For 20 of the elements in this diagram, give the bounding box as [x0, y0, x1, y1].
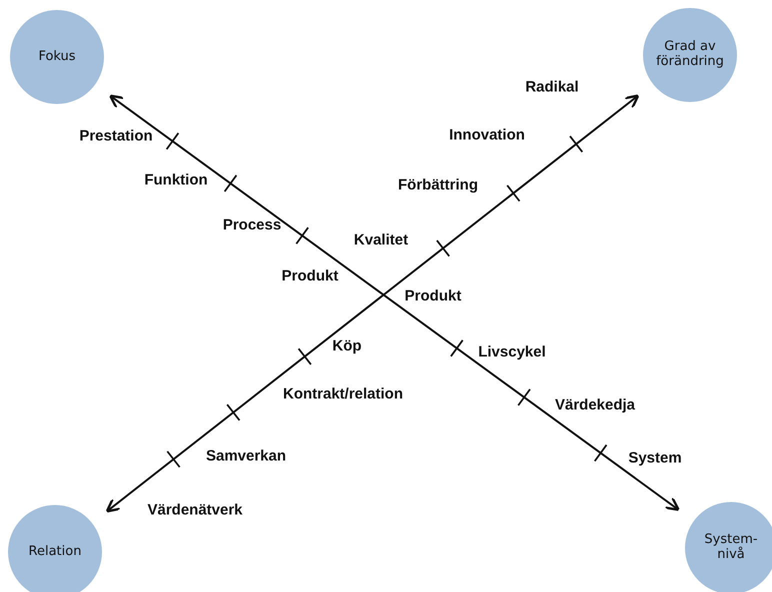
scale-label: Samverkan [206, 448, 286, 464]
circle-label: Fokus [38, 50, 76, 64]
scale-label: Värdenätverk [147, 502, 243, 518]
scale-label: Process [222, 216, 282, 234]
circle-label: System- nivå [703, 533, 759, 563]
scale-label: Kvalitet [354, 232, 408, 248]
scale-label: System [628, 450, 682, 466]
scale-label: Produkt [404, 288, 462, 304]
scale-label: Köp [332, 338, 362, 354]
circle-label: Grad av förändring [655, 40, 725, 70]
scale-label: Värdekedja [554, 396, 636, 414]
scale-label: Funktion [144, 172, 208, 188]
scale-label: Kontrakt/relation [283, 386, 403, 402]
scale-label: Livscykel [478, 344, 546, 360]
scale-label: Innovation [449, 126, 525, 144]
scale-label: Förbättring [398, 176, 478, 194]
scale-label: Prestation [79, 128, 153, 144]
scale-label: Radikal [525, 78, 579, 96]
scale-label: Produkt [282, 268, 338, 284]
circle-label: Relation [28, 544, 82, 560]
